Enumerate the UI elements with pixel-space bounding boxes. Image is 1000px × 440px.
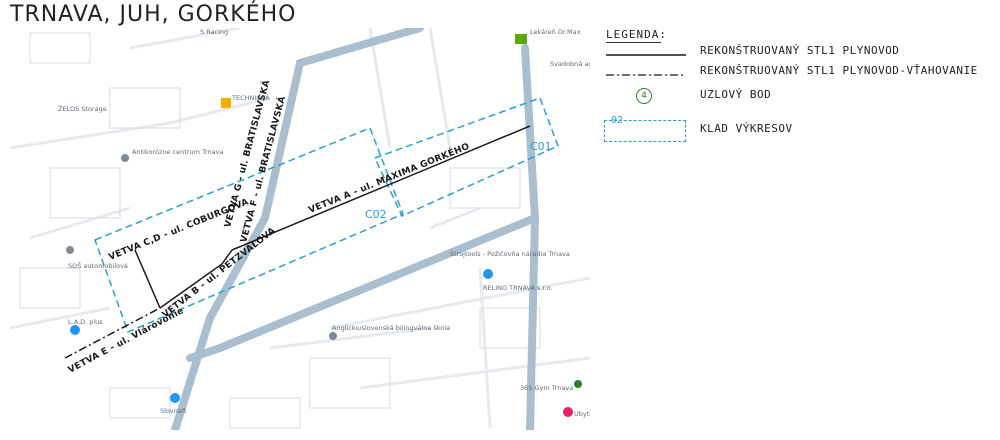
poi-label: ŽELOS Storage: [58, 104, 107, 113]
pipelines: [64, 125, 531, 359]
main-road: [171, 28, 424, 430]
poi-label: TECHNICKÁ: [231, 93, 270, 102]
poi-pin-icon: [483, 269, 493, 279]
dash-dot-line-icon: [606, 74, 686, 76]
poi-label: Strojtools - Požičovňa náradia Trnava: [450, 250, 570, 258]
main-roads: [171, 28, 540, 430]
minor-street: [429, 206, 481, 230]
poi-label: Ubytov: [574, 410, 590, 418]
poi-label: RELING TRNAVA s.r.o.: [483, 284, 553, 292]
minor-streets: [10, 28, 590, 429]
legend-label: UZLOVÝ BOD: [700, 88, 772, 101]
building: [49, 167, 121, 219]
legend-item-pipe-insertion: REKONŠTRUOVANÝ STL1 PLYNOVOD-VŤAHOVANIE: [600, 64, 995, 84]
node-circle-icon: 4: [636, 88, 652, 104]
sheet-frame-c01: [373, 97, 559, 217]
poi-pin-icon: [515, 34, 527, 44]
building: [109, 87, 181, 129]
legend-label: REKONŠTRUOVANÝ STL1 PLYNOVOD: [700, 44, 900, 57]
poi-label: L.A.D. plus: [68, 318, 103, 326]
poi-pin-icon: [70, 325, 80, 335]
poi-pin-icon: [170, 393, 180, 403]
sheet-labels: C01 C02: [365, 140, 552, 221]
building: [309, 357, 391, 409]
sheet-number: 02: [611, 115, 624, 126]
sheet-frame-c02: [94, 127, 404, 334]
poi-labels: ŽELOS Storage Antikorózne centrum Trnava…: [58, 28, 590, 418]
legend-item-sheet-frame: 02 KLAD VÝKRESOV: [600, 112, 995, 146]
poi-pin-icon: [329, 332, 337, 340]
pipe-vetva-b: [159, 249, 233, 309]
legend-label: KLAD VÝKRESOV: [700, 122, 793, 135]
label-vetva-a: VETVA A - ul. MAXIMA GORKÉHO: [307, 140, 472, 216]
poi-label: Lekáreň Dr.Max: [530, 28, 581, 36]
label-vetva-e: VETVA E - ul. Vlárovonie: [67, 306, 186, 376]
main-road: [521, 44, 540, 430]
poi-pin-icon: [221, 98, 231, 108]
building: [449, 167, 521, 209]
legend-item-node: 4 UZLOVÝ BOD: [600, 88, 995, 108]
poi-markers: [66, 34, 582, 417]
minor-street: [329, 276, 590, 330]
buildings: [19, 32, 541, 429]
building: [19, 267, 81, 309]
poi-label: SOŠ automobilová: [68, 261, 128, 270]
poi-pin-icon: [563, 407, 573, 417]
poi-pin-icon: [574, 380, 582, 388]
poi-label: S Racing: [200, 28, 228, 36]
minor-street: [269, 326, 431, 350]
poi-label: Antikorózne centrum Trnava: [132, 148, 223, 156]
minor-street: [368, 28, 392, 149]
main-road: [186, 214, 539, 362]
poi-pin-icon: [121, 154, 129, 162]
legend-label: REKONŠTRUOVANÝ STL1 PLYNOVOD-VŤAHOVANIE: [700, 64, 978, 77]
building: [109, 387, 171, 419]
pipe-vetva-a: [231, 125, 531, 251]
building: [29, 32, 91, 64]
poi-label: 365 Gym Trnava: [520, 384, 573, 392]
legend-title-underline: [606, 42, 661, 43]
solid-line-icon: [606, 54, 686, 56]
minor-street: [359, 356, 590, 390]
minor-street: [428, 28, 452, 149]
poi-label: Slovnaft: [160, 407, 187, 415]
legend-item-pipe: REKONŠTRUOVANÝ STL1 PLYNOVOD: [600, 44, 995, 64]
pipe-vetva-e: [64, 307, 161, 359]
map-title: TRNAVA, JUH, GORKÉHO: [10, 2, 297, 27]
pipe-vetva-cd: [134, 249, 161, 309]
sheet-label-c01: C01: [530, 140, 552, 153]
building: [229, 397, 301, 429]
map-canvas[interactable]: VETVA A - ul. MAXIMA GORKÉHO VETVA B - u…: [10, 28, 590, 430]
minor-street: [10, 306, 111, 330]
legend-title: LEGENDA:: [606, 28, 667, 41]
minor-street: [129, 28, 241, 50]
sheet-frames: [94, 97, 559, 334]
sheet-label-c02: C02: [365, 208, 387, 221]
poi-pin-icon: [66, 246, 74, 254]
minor-street: [10, 96, 271, 150]
building: [479, 307, 541, 349]
legend: LEGENDA: REKONŠTRUOVANÝ STL1 PLYNOVOD RE…: [600, 26, 995, 176]
minor-street: [29, 206, 131, 240]
dashed-frame-icon: 02: [604, 115, 686, 142]
poi-label: Svadobná agentúra: [550, 60, 590, 68]
poi-label: Anglicko/slovenská bilingválna škola: [332, 324, 450, 332]
